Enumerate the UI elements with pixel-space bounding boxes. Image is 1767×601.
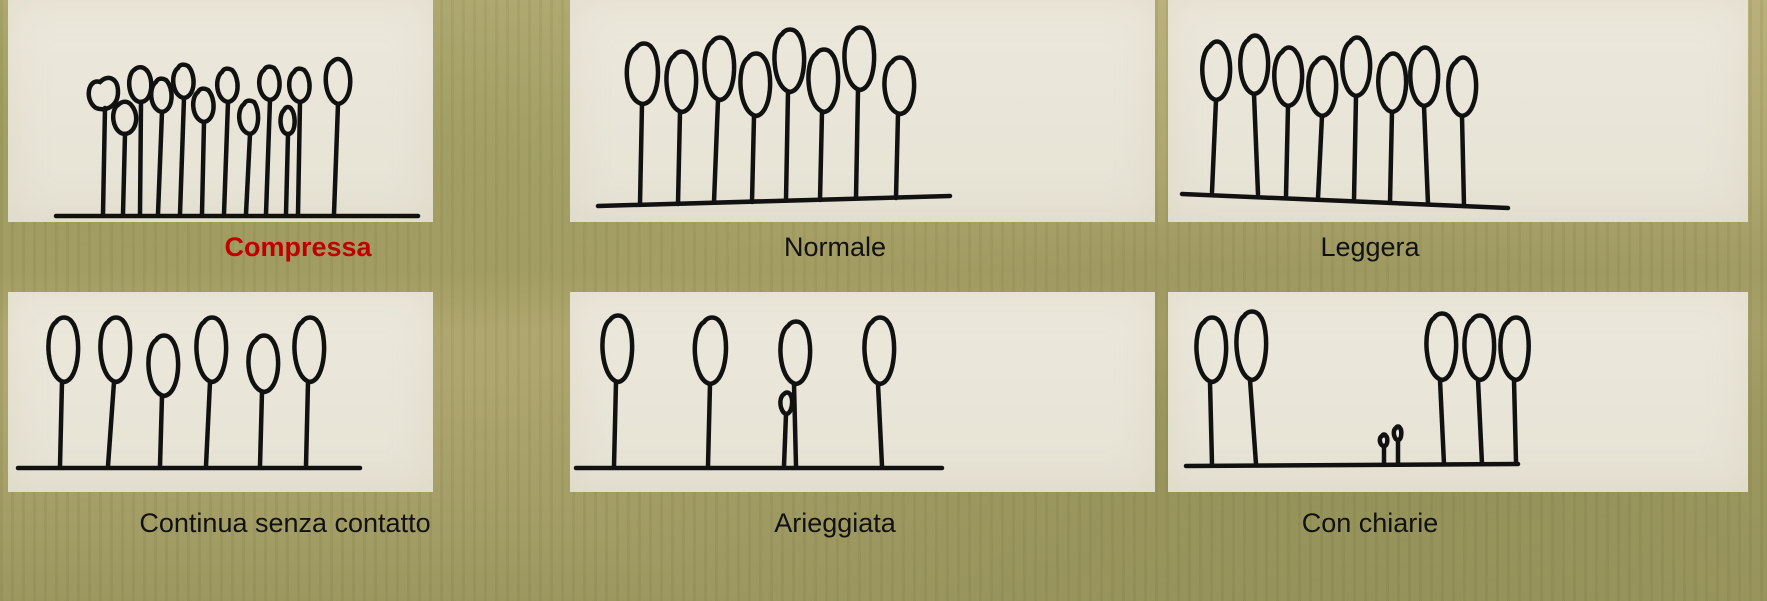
label-continua-senza-contatto: Continua senza contatto bbox=[100, 508, 470, 539]
con-chiarie-illustration bbox=[1168, 292, 1748, 492]
diagram-panel-arieggiata bbox=[570, 292, 1155, 492]
leggera-illustration bbox=[1168, 0, 1748, 222]
continua-illustration bbox=[8, 292, 433, 492]
diagram-panel-continua bbox=[8, 292, 433, 492]
normale-illustration bbox=[570, 0, 1155, 222]
label-compressa: Compressa bbox=[168, 232, 428, 263]
compressa-illustration bbox=[8, 0, 433, 222]
diagram-panel-leggera bbox=[1168, 0, 1748, 222]
label-arieggiata: Arieggiata bbox=[705, 508, 965, 539]
arieggiata-illustration bbox=[570, 292, 1155, 492]
diagram-panel-con-chiarie bbox=[1168, 292, 1748, 492]
label-con-chiarie: Con chiarie bbox=[1240, 508, 1500, 539]
label-leggera: Leggera bbox=[1240, 232, 1500, 263]
label-normale: Normale bbox=[705, 232, 965, 263]
diagram-panel-compressa bbox=[8, 0, 433, 222]
diagram-panel-normale bbox=[570, 0, 1155, 222]
